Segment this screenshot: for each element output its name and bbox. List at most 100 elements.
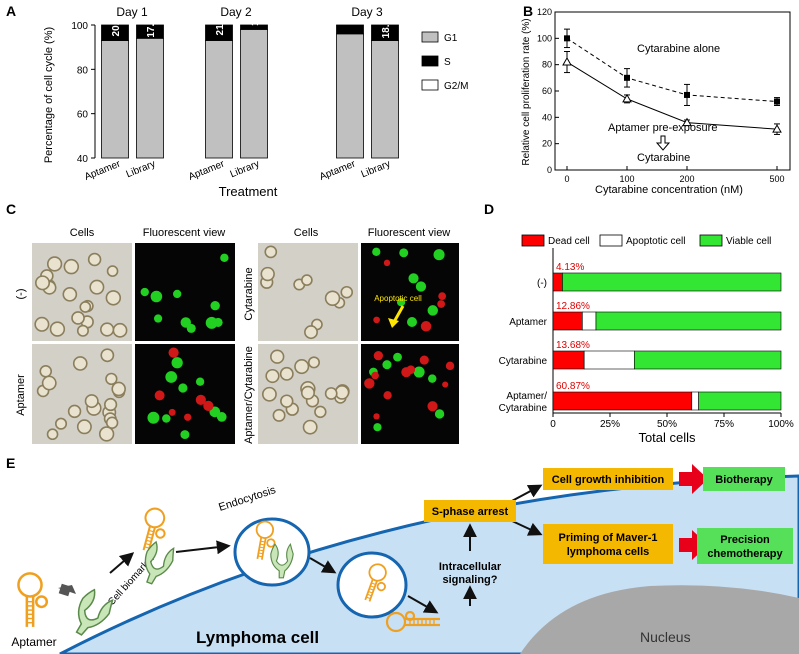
cell-shape bbox=[279, 366, 294, 381]
cell-shape bbox=[54, 417, 68, 430]
internalized-receptor-icon bbox=[270, 542, 294, 579]
aptamer-label: Aptamer bbox=[11, 635, 56, 649]
legend-swatch bbox=[599, 234, 623, 247]
aptamer-loop bbox=[266, 538, 276, 548]
col-fluor-right: Fluorescent view bbox=[368, 227, 451, 239]
cell-shape bbox=[103, 397, 118, 412]
cell-shape bbox=[261, 386, 277, 402]
viable-cell-dot bbox=[408, 273, 419, 284]
arrow-to-receptor-icon bbox=[109, 552, 135, 574]
y-tick-label: 100 bbox=[537, 33, 552, 43]
y-tick-label: 120 bbox=[537, 7, 552, 17]
cell-shape bbox=[340, 285, 354, 299]
data-point bbox=[562, 57, 572, 66]
cell-shape bbox=[79, 301, 92, 313]
panel-b-chart: B Relative cell proliferation rate (%) C… bbox=[521, 3, 791, 196]
cell-shape bbox=[35, 275, 51, 291]
cell-shape bbox=[49, 321, 66, 337]
signaling-label-2: signaling? bbox=[443, 574, 498, 586]
cell-shape bbox=[76, 324, 89, 337]
bar-segment bbox=[582, 311, 597, 331]
panel-a-chart: A Percentage of cell cycle (%) Treatment… bbox=[6, 0, 468, 199]
cell-shape bbox=[87, 252, 102, 267]
panel-c-letter: C bbox=[6, 201, 16, 217]
panel-d-xlabel: Total cells bbox=[638, 430, 696, 445]
y-tick-label: 60 bbox=[77, 110, 89, 121]
viable-cell-dot bbox=[180, 430, 190, 440]
category-label: Cytarabine bbox=[499, 356, 548, 367]
cytarabine-alone-annotation: Cytarabine alone bbox=[637, 43, 720, 55]
series-line bbox=[566, 37, 778, 103]
micrograph-cells-untreated bbox=[32, 243, 132, 341]
cell-shape bbox=[272, 408, 286, 422]
dead-cell-dot bbox=[154, 390, 165, 401]
nucleus-shape bbox=[520, 585, 799, 654]
legend-label: Viable cell bbox=[726, 236, 771, 247]
data-point bbox=[624, 74, 630, 81]
y-tick-label: 40 bbox=[542, 112, 552, 122]
growth-inhibition-box bbox=[543, 468, 673, 490]
cell-shape bbox=[294, 358, 310, 375]
x-tick-label: 100 bbox=[619, 174, 634, 184]
bar-s-label: 18.45 % bbox=[381, 2, 392, 39]
aptamer-rung bbox=[257, 555, 263, 558]
legend-label: G2/M bbox=[444, 81, 468, 92]
endosome-vesicle bbox=[336, 551, 408, 619]
legend-swatch bbox=[421, 79, 439, 91]
s-phase-box bbox=[424, 500, 516, 522]
dead-percent-label: 60.87% bbox=[556, 381, 590, 392]
arrow-to-release-icon bbox=[407, 595, 439, 614]
row-label-aptamer-cytarabine: Aptamer/Cytarabine bbox=[243, 346, 255, 444]
cell-shape bbox=[264, 245, 278, 259]
arrow-to-growth-icon bbox=[509, 484, 543, 503]
cytarabine-annotation: Cytarabine bbox=[637, 152, 690, 164]
aptamer-loop bbox=[35, 595, 49, 609]
legend-label: Apoptotic cell bbox=[626, 236, 685, 247]
cell-shape bbox=[111, 381, 126, 397]
micrograph-cells-aptamer bbox=[32, 344, 132, 444]
arrow-to-priming-icon bbox=[509, 519, 543, 536]
viable-cell-dot bbox=[382, 360, 392, 370]
viable-cell-dot bbox=[433, 249, 445, 261]
receptor-shape bbox=[144, 540, 175, 585]
dead-cell-dot bbox=[438, 292, 447, 301]
row-label-aptamer: Aptamer bbox=[15, 374, 27, 416]
cell-shape bbox=[63, 258, 80, 275]
panel-a-ylabel: Percentage of cell cycle (%) bbox=[43, 27, 55, 163]
dead-percent-label: 4.13% bbox=[556, 262, 584, 273]
x-tick-label: 25% bbox=[600, 419, 620, 430]
bar-segment-s bbox=[136, 24, 164, 39]
micrograph-fluor-aptamer bbox=[135, 344, 235, 444]
viable-cell-dot bbox=[372, 247, 381, 256]
cell-shape bbox=[46, 428, 59, 441]
x-tick-label: 200 bbox=[679, 174, 694, 184]
free-aptamer-icon bbox=[17, 572, 49, 627]
cell-shape bbox=[39, 364, 53, 378]
cell-shape bbox=[314, 405, 327, 419]
y-tick-label: 0 bbox=[547, 165, 552, 175]
aptamer-loop bbox=[155, 528, 166, 539]
bar-segment bbox=[698, 391, 782, 411]
precision-chemotherapy-box bbox=[697, 528, 793, 564]
aptamer-rung bbox=[145, 542, 151, 546]
x-tick-label: 0 bbox=[550, 419, 556, 430]
bar-segment-g1 bbox=[371, 40, 399, 159]
dead-percent-label: 13.68% bbox=[556, 340, 590, 351]
dead-cell-dot bbox=[427, 401, 438, 412]
viable-cell-dot bbox=[165, 371, 178, 383]
s-phase-label: S-phase arrest bbox=[432, 506, 509, 518]
dead-cell-dot bbox=[364, 378, 375, 389]
apoptotic-arrow-icon bbox=[392, 305, 405, 323]
bar-s-label: 19.75 % bbox=[250, 0, 261, 26]
arrow-to-endosome-icon bbox=[309, 557, 337, 574]
endocytosis-label: Endocytosis bbox=[217, 484, 278, 514]
endosomal-aptamer-icon bbox=[364, 563, 387, 602]
dead-cell-dot bbox=[383, 259, 391, 267]
col-cells-right: Cells bbox=[294, 227, 319, 239]
data-point bbox=[564, 35, 570, 42]
aptamer-loop bbox=[368, 563, 387, 582]
bar-segment bbox=[552, 391, 693, 411]
cell-shape bbox=[84, 394, 99, 409]
y-tick-label: 40 bbox=[77, 154, 89, 165]
